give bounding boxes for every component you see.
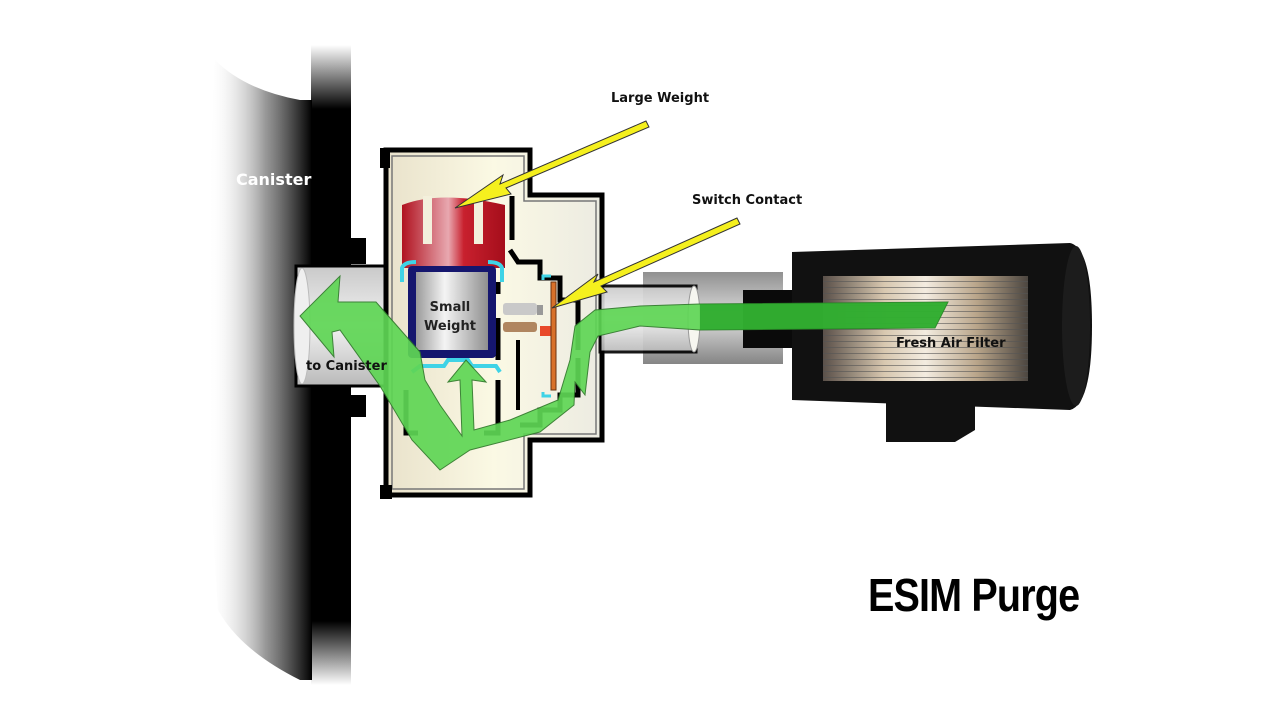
switch-contact-pointer <box>551 217 741 309</box>
large-weight-pointer <box>454 120 650 209</box>
fresh-air-filter-label: Fresh Air Filter <box>896 336 1006 351</box>
small-weight-label-line2: Weight <box>424 319 476 334</box>
airflow-path <box>299 274 949 471</box>
large-weight-label: Large Weight <box>611 91 710 106</box>
small-weight-label: Small Weight <box>424 298 476 336</box>
canister-label: Canister <box>236 170 312 189</box>
switch-contact <box>503 274 557 398</box>
small-weight-label-line1: Small <box>429 300 471 315</box>
small-weight <box>400 260 504 374</box>
diagram-title: ESIM Purge <box>868 569 1080 621</box>
to-canister-label: to Canister <box>306 359 387 374</box>
switch-contact-label: Switch Contact <box>692 193 803 208</box>
large-weight <box>402 196 505 268</box>
